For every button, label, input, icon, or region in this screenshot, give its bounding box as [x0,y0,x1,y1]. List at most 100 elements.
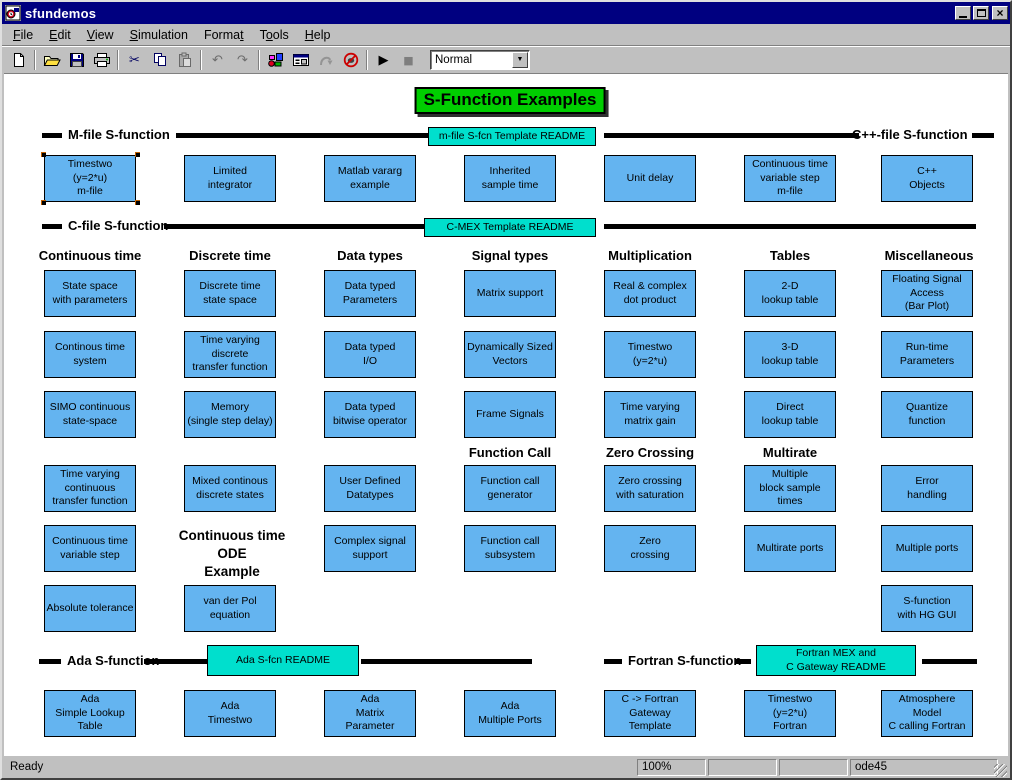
zoom-level-panel: 100% [637,759,706,776]
section-rule [176,133,428,138]
block-multiple-block-sample-times[interactable]: Multiple block sample times [744,465,836,512]
block-complex-signal-support[interactable]: Complex signal support [324,525,416,572]
block-time-varying-matrix-gain[interactable]: Time varying matrix gain [604,391,696,438]
save-icon[interactable] [64,49,89,71]
block-atmosphere-model-c-calling-fortran[interactable]: Atmosphere Model C calling Fortran [881,690,973,737]
open-folder-icon[interactable] [39,49,64,71]
close-button[interactable]: × [992,6,1008,20]
block-direct-lookup-table[interactable]: Direct lookup table [744,391,836,438]
block-ada-simple-lookup-table[interactable]: Ada Simple Lookup Table [44,690,136,737]
block-2-d-lookup-table[interactable]: 2-D lookup table [744,270,836,317]
block-state-space-with-parameters[interactable]: State space with parameters [44,270,136,317]
maximize-button[interactable] [973,6,989,20]
block-van-der-pol-equation[interactable]: van der Pol equation [184,585,276,632]
menu-file[interactable]: File [13,27,34,42]
block-function-call-subsystem[interactable]: Function call subsystem [464,525,556,572]
readme-block-c-mex-template-readme[interactable]: C-MEX Template README [424,218,596,237]
block-unit-delay[interactable]: Unit delay [604,155,696,202]
menu-tools[interactable]: Tools [259,27,289,42]
block-multiple-ports[interactable]: Multiple ports [881,525,973,572]
block-mixed-continous-discrete-states[interactable]: Mixed continous discrete states [184,465,276,512]
cut-icon[interactable]: ✂ [122,49,147,71]
selection-handle[interactable] [135,152,140,157]
title-bar[interactable]: sfundemos × [2,2,1010,24]
block-timestwo-y-2-u-m-file[interactable]: Timestwo (y=2*u) m-file [44,155,136,202]
block-zero-crossing[interactable]: Zero crossing [604,525,696,572]
block-3-d-lookup-table[interactable]: 3-D lookup table [744,331,836,378]
block-ada-matrix-parameter[interactable]: Ada Matrix Parameter [324,690,416,737]
menu-help[interactable]: Help [304,27,331,42]
menu-format[interactable]: Format [203,27,244,42]
minimize-button[interactable] [955,6,971,20]
block-ada-multiple-ports[interactable]: Ada Multiple Ports [464,690,556,737]
toolbar-buttons: ✂↶↷▶■ [6,49,421,71]
block-frame-signals[interactable]: Frame Signals [464,391,556,438]
block-function-call-generator[interactable]: Function call generator [464,465,556,512]
ode-example-note: Continuous time ODE Example [178,528,286,580]
readme-block-m-file-s-fcn-template-readme[interactable]: m-file S-fcn Template README [428,127,596,146]
block-continuous-time-variable-step-m-file[interactable]: Continuous time variable step m-file [744,155,836,202]
block-matrix-support[interactable]: Matrix support [464,270,556,317]
selection-handle[interactable] [135,200,140,205]
new-document-icon[interactable] [6,49,31,71]
block-ada-timestwo[interactable]: Ada Timestwo [184,690,276,737]
toolbar-separator [34,50,36,70]
block-real-complex-dot-product[interactable]: Real & complex dot product [604,270,696,317]
block-c-objects[interactable]: C++ Objects [881,155,973,202]
library-browser-icon[interactable] [263,49,288,71]
selection-handle[interactable] [41,200,46,205]
block-dynamically-sized-vectors[interactable]: Dynamically Sized Vectors [464,331,556,378]
section-rule [361,659,532,664]
block-inherited-sample-time[interactable]: Inherited sample time [464,155,556,202]
block-discrete-time-state-space[interactable]: Discrete time state space [184,270,276,317]
block-quantize-function[interactable]: Quantize function [881,391,973,438]
block-run-time-parameters[interactable]: Run-time Parameters [881,331,973,378]
menu-edit[interactable]: Edit [49,27,71,42]
block-c-fortran-gateway-template[interactable]: C -> Fortran Gateway Template [604,690,696,737]
print-icon[interactable] [89,49,114,71]
section-rule [164,224,424,229]
column-header-data-types: Data types [337,248,403,263]
undo-icon: ↶ [205,49,230,71]
resize-grip[interactable] [994,764,1007,777]
selection-handle[interactable] [41,152,46,157]
block-memory-single-step-delay[interactable]: Memory (single step delay) [184,391,276,438]
block-floating-signal-access-bar-plot[interactable]: Floating Signal Access (Bar Plot) [881,270,973,317]
block-time-varying-continuous-transfer-functio[interactable]: Time varying continuous transfer functio… [44,465,136,512]
model-browser-icon[interactable] [288,49,313,71]
block-data-typed-i-o[interactable]: Data typed I/O [324,331,416,378]
block-s-function-with-hg-gui[interactable]: S-function with HG GUI [881,585,973,632]
block-continuous-time-variable-step[interactable]: Continuous time variable step [44,525,136,572]
block-time-varying-discrete-transfer-function[interactable]: Time varying discrete transfer function [184,331,276,378]
start-simulation-icon[interactable]: ▶ [371,49,396,71]
simulation-mode-dropdown[interactable]: Normal ▼ [430,50,530,70]
block-matlab-vararg-example[interactable]: Matlab vararg example [324,155,416,202]
block-data-typed-parameters[interactable]: Data typed Parameters [324,270,416,317]
block-continous-time-system[interactable]: Continous time system [44,331,136,378]
sub-header-zero-crossing: Zero Crossing [605,445,695,460]
block-error-handling[interactable]: Error handling [881,465,973,512]
menu-simulation[interactable]: Simulation [129,27,188,42]
block-user-defined-datatypes[interactable]: User Defined Datatypes [324,465,416,512]
block-simo-continuous-state-space[interactable]: SIMO continuous state-space [44,391,136,438]
block-limited-integrator[interactable]: Limited integrator [184,155,276,202]
section-rule [42,224,62,229]
readme-block-fortran-mex-and-c-gateway-readme[interactable]: Fortran MEX and C Gateway README [756,645,916,676]
block-absolute-tolerance[interactable]: Absolute tolerance [44,585,136,632]
copy-icon[interactable] [147,49,172,71]
minimize-icon [959,16,967,18]
debug-disabled-icon[interactable] [338,49,363,71]
readme-block-ada-s-fcn-readme[interactable]: Ada S-fcn README [207,645,359,676]
block-timestwo-y-2-u[interactable]: Timestwo (y=2*u) [604,331,696,378]
block-zero-crossing-with-saturation[interactable]: Zero crossing with saturation [604,465,696,512]
chevron-down-icon[interactable]: ▼ [512,52,528,68]
menu-view[interactable]: View [86,27,114,42]
block-data-typed-bitwise-operator[interactable]: Data typed bitwise operator [324,391,416,438]
sub-header-multirate: Multirate [762,445,818,460]
block-multirate-ports[interactable]: Multirate ports [744,525,836,572]
block-timestwo-y-2-u-fortran[interactable]: Timestwo (y=2*u) Fortran [744,690,836,737]
section-rule [42,133,62,138]
stop-simulation-icon: ■ [396,49,421,71]
